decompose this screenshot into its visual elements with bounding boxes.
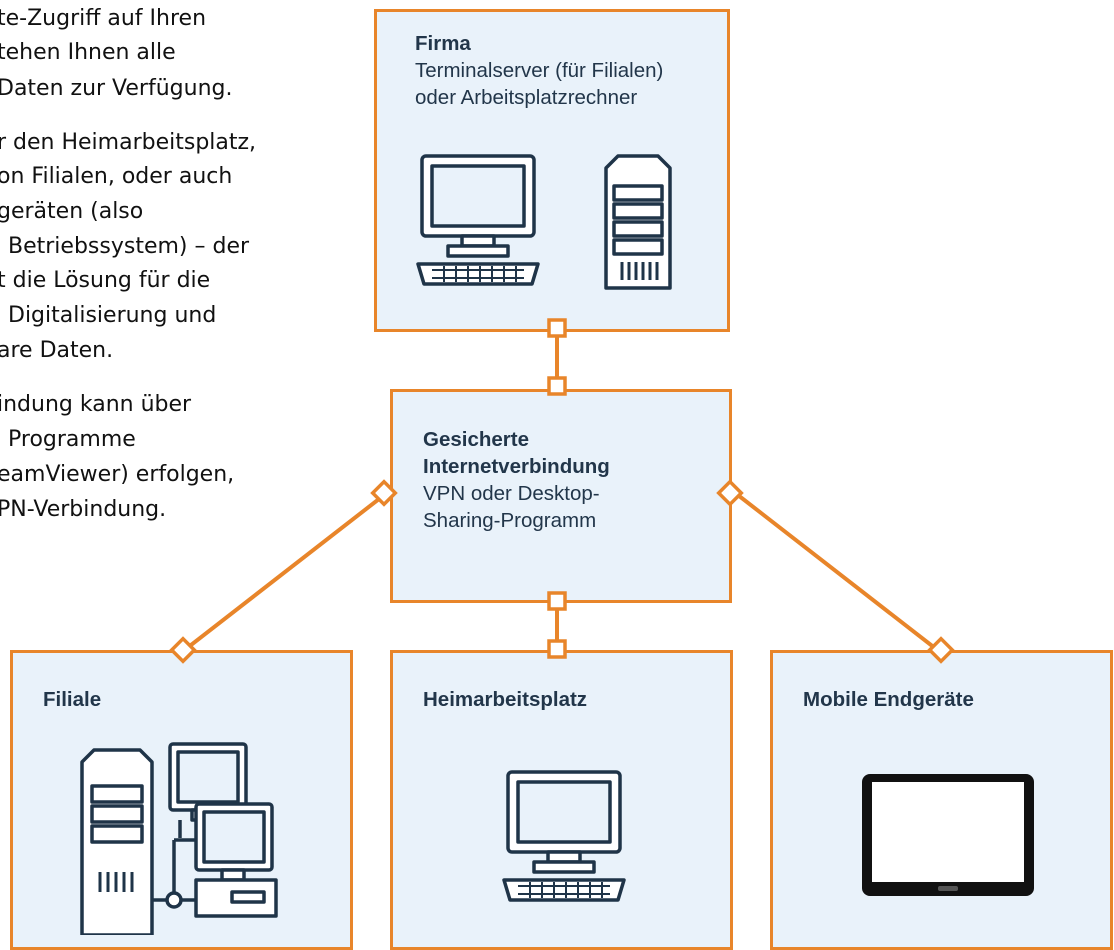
connector-port [927,636,955,664]
connector-port [547,639,567,659]
tablet-icon [862,774,1034,896]
networked-workstations-icon [80,742,278,935]
connector-port [547,376,567,396]
internet-box: Gesicherte Internetverbindung VPN oder D… [390,389,732,603]
internet-subtitle-line: Sharing-Programm [423,509,597,532]
internet-subtitle-line: VPN oder Desktop- [423,482,600,505]
filiale-title: Filiale [43,688,102,711]
connector-internet-filiale [180,490,390,654]
firma-subtitle-line: Terminalserver (für Filialen) [415,59,664,82]
intro-line: t die Lösung für die [0,268,211,293]
firma-label: Firma Terminalserver (für Filialen) oder… [415,30,717,111]
connector-port [547,591,567,611]
internet-title-line: Gesicherte [423,428,529,451]
intro-line: te-Zugriff auf Ihren [0,6,207,31]
server-tower-icon [604,154,672,290]
intro-line: geräten (also [0,199,144,224]
intro-line: Betriebssystem) – der [8,234,250,259]
filiale-label: Filiale [43,686,340,713]
firma-title: Firma [415,32,471,55]
connector-port [169,636,197,664]
connector-port [716,479,744,507]
connector-port [547,318,567,338]
intro-line: eamViewer) erfolgen, [0,462,235,487]
intro-line: Digitalisierung und [8,303,217,328]
firma-subtitle-line: oder Arbeitsplatzrechner [415,86,638,109]
intro-line: tehen Ihnen alle [0,40,176,65]
desktop-computer-icon [502,770,626,902]
internet-title-line: Internetverbindung [423,455,610,478]
intro-line: PN-Verbindung. [0,497,167,522]
mobile-label: Mobile Endgeräte [803,686,1100,713]
connector-port [370,479,398,507]
intro-line: on Filialen, oder auch [0,164,233,189]
desktop-computer-icon [416,154,540,286]
heim-label: Heimarbeitsplatz [423,686,720,713]
heim-title: Heimarbeitsplatz [423,688,588,711]
mobile-title: Mobile Endgeräte [803,688,974,711]
internet-label: Gesicherte Internetverbindung VPN oder D… [423,426,719,534]
connector-internet-mobile [732,490,942,654]
intro-line: r den Heimarbeitsplatz, [0,130,257,155]
intro-line: Daten zur Verfügung. [0,76,233,101]
intro-line: indung kann über [0,392,192,417]
intro-line: Programme [8,427,136,452]
intro-line: are Daten. [0,338,114,363]
